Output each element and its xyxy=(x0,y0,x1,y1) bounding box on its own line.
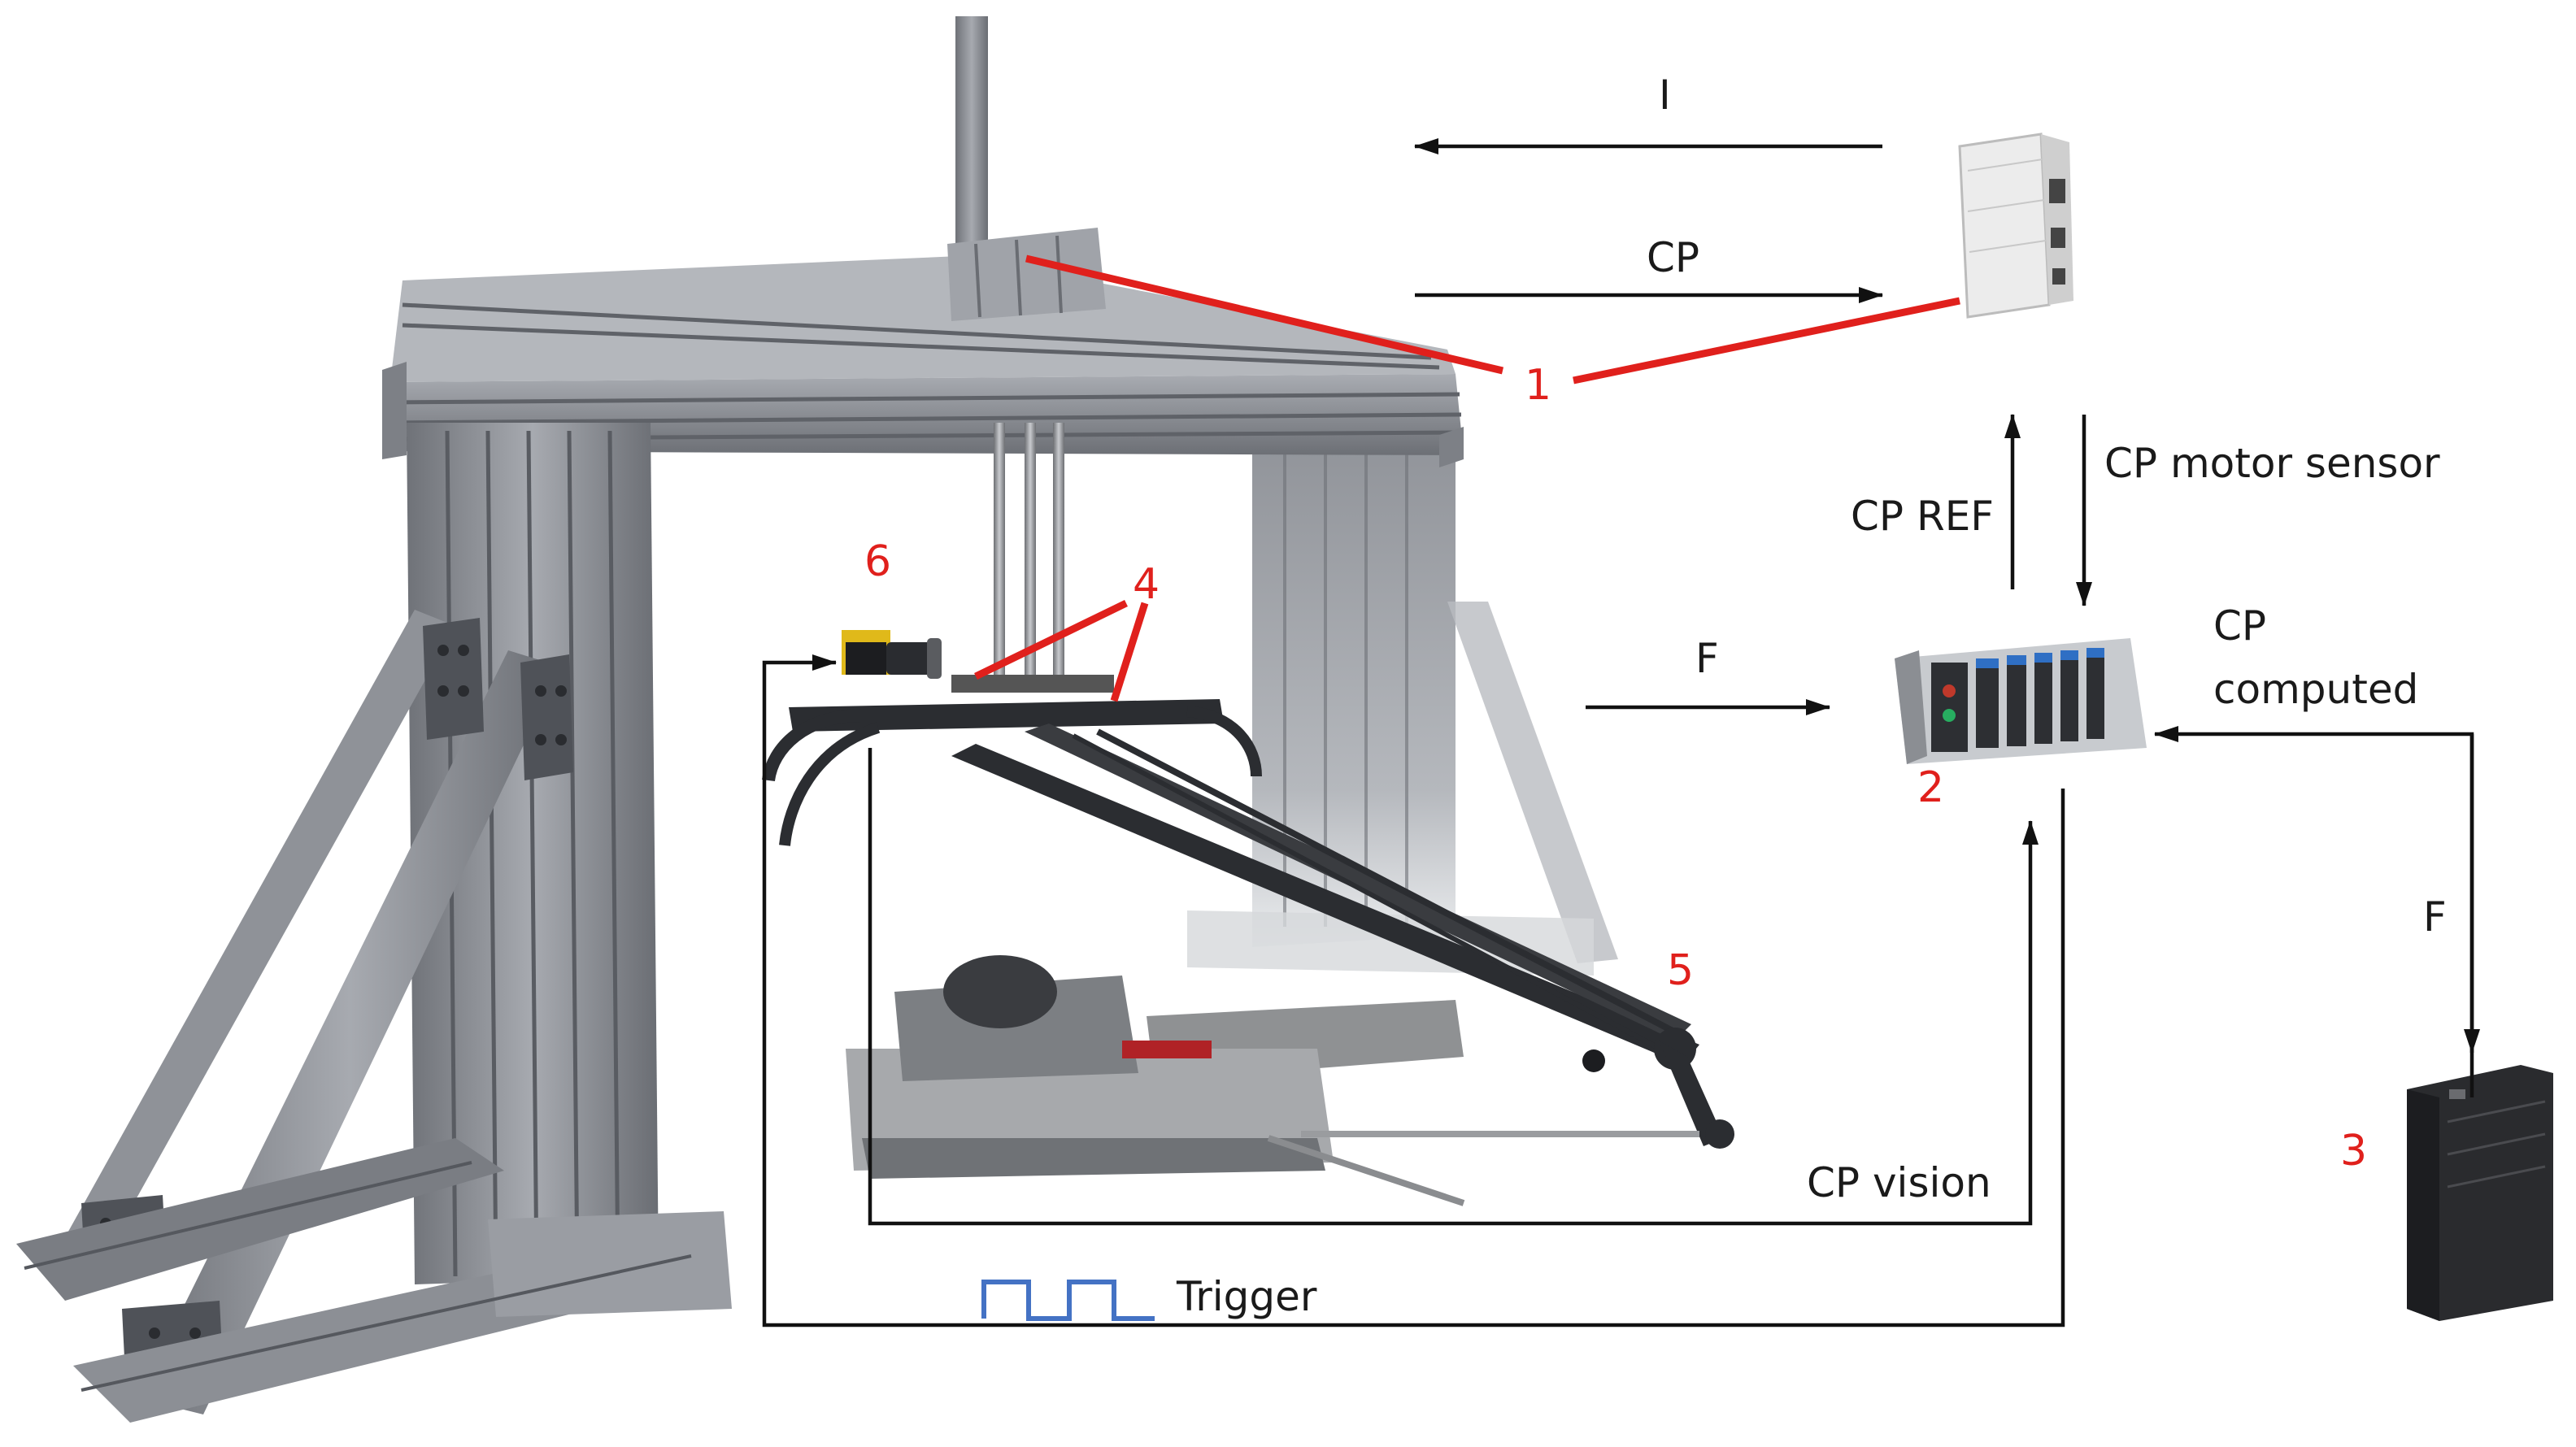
top-beam-end-right xyxy=(1439,427,1464,467)
pc-tower xyxy=(2407,1065,2553,1321)
right-column xyxy=(1252,423,1456,947)
callout-4: 4 xyxy=(1133,560,1160,609)
motor-carriage xyxy=(947,228,1106,321)
upper-arm-front xyxy=(951,744,1699,1065)
callout-5: 5 xyxy=(1667,946,1695,995)
guide-rods xyxy=(994,423,1064,691)
upper-arm-back xyxy=(1025,724,1691,1041)
callout-1: 1 xyxy=(1525,361,1552,410)
label-cp-motor-sensor: CP motor sensor xyxy=(2104,440,2440,487)
label-i: I xyxy=(1659,72,1671,119)
label-cp-computed-line2: computed xyxy=(2213,666,2419,713)
label-cp-computed-line1: CP xyxy=(2213,602,2267,650)
arrow-trigger xyxy=(762,654,2065,1328)
callout-line-4-right xyxy=(1110,602,1149,702)
pan-head-horn-right xyxy=(1186,706,1262,777)
daq-controller xyxy=(1895,638,2147,764)
trigger-wave-icon xyxy=(981,1280,1155,1321)
base-foot-back xyxy=(16,1138,504,1301)
gantry-frame xyxy=(16,16,1618,1423)
label-cp: CP xyxy=(1647,234,1700,281)
left-brace-back xyxy=(57,610,455,1268)
top-beam-top xyxy=(390,256,1456,382)
label-cp-ref: CP REF xyxy=(1851,493,1995,540)
label-trigger: Trigger xyxy=(1177,1273,1317,1320)
callout-2: 2 xyxy=(1917,763,1945,812)
signal-arrows xyxy=(762,138,2480,1328)
servo-drive xyxy=(1958,133,2073,319)
label-f-pc: F xyxy=(2423,893,2447,941)
pan-head-horn-left xyxy=(762,709,863,782)
pantograph xyxy=(762,675,1734,1206)
right-brace xyxy=(1447,602,1618,963)
callout-line-1-drive xyxy=(1573,297,1960,385)
callout-3: 3 xyxy=(2340,1127,2368,1175)
callout-lines xyxy=(974,254,1960,702)
camera xyxy=(842,630,942,679)
label-f-controller: F xyxy=(1695,635,1719,682)
lower-arm xyxy=(1659,1041,1724,1146)
callout-line-1-motor xyxy=(1025,254,1504,375)
top-beam-end-left xyxy=(382,362,407,459)
label-cp-vision: CP vision xyxy=(1807,1159,1991,1206)
callout-6: 6 xyxy=(864,537,892,586)
base-foot-right xyxy=(488,1211,732,1317)
callout-line-4-left xyxy=(974,599,1128,680)
arrow-cp-vision xyxy=(868,748,2039,1226)
pan-head-bar xyxy=(789,699,1224,732)
